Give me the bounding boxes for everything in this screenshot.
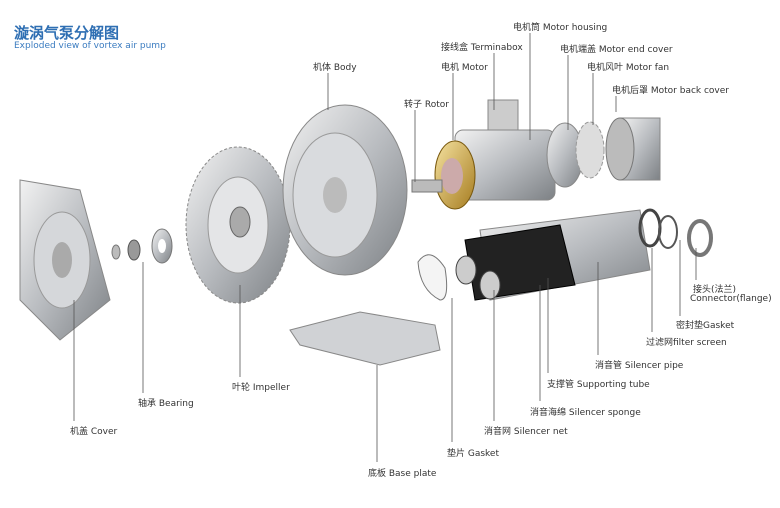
label-silencer-pipe: 消音管 Silencer pipe — [595, 361, 684, 371]
silencer-assembly-part — [455, 209, 651, 301]
label-filter-screen: 过滤网filter screen — [646, 338, 727, 348]
label-motor-back-cover: 电机后罩 Motor back cover — [612, 86, 729, 96]
impeller-part — [185, 146, 291, 304]
motor-fan-part — [575, 121, 605, 179]
body-part — [282, 104, 408, 276]
label-impeller: 叶轮 Impeller — [232, 383, 290, 393]
label-silencer-sponge: 消音海绵 Silencer sponge — [530, 408, 641, 418]
leader-lines — [73, 33, 697, 462]
label-seal-gasket: 密封垫Gasket — [676, 321, 735, 331]
motor-back-cover-part — [605, 117, 661, 181]
label-body: 机体 Body — [313, 63, 357, 73]
label-motor-housing: 电机筒 Motor housing — [513, 23, 608, 33]
label-supporting-tube: 支撑管 Supporting tube — [547, 380, 650, 390]
label-connector-cn: 接头(法兰) — [693, 285, 737, 295]
motor-part — [411, 99, 556, 210]
label-cover: 机盖 Cover — [70, 427, 118, 437]
diagram-subtitle: Exploded view of vortex air pump — [14, 41, 166, 51]
label-silencer-net: 消音网 Silencer net — [484, 427, 568, 437]
label-motor-end-cover: 电机端盖 Motor end cover — [560, 45, 673, 55]
cover-part — [19, 179, 111, 341]
label-rotor: 转子 Rotor — [404, 100, 449, 110]
base-plate-part — [289, 311, 441, 366]
label-terminal-box: 接线盒 Terminabox — [441, 43, 523, 53]
label-connector-en: Connector(flange) — [690, 294, 772, 304]
diagram-title: 漩涡气泵分解图 — [14, 24, 120, 42]
label-motor-fan: 电机风叶 Motor fan — [587, 63, 670, 73]
connector-flange-part — [687, 219, 713, 257]
label-motor: 电机 Motor — [441, 63, 488, 73]
bearing-part — [111, 228, 173, 264]
gasket-part — [417, 254, 448, 301]
label-bearing: 轴承 Bearing — [138, 399, 194, 409]
seal-gasket-part — [658, 215, 678, 249]
label-gasket: 垫片 Gasket — [447, 449, 499, 459]
label-base-plate: 底板 Base plate — [368, 469, 437, 479]
